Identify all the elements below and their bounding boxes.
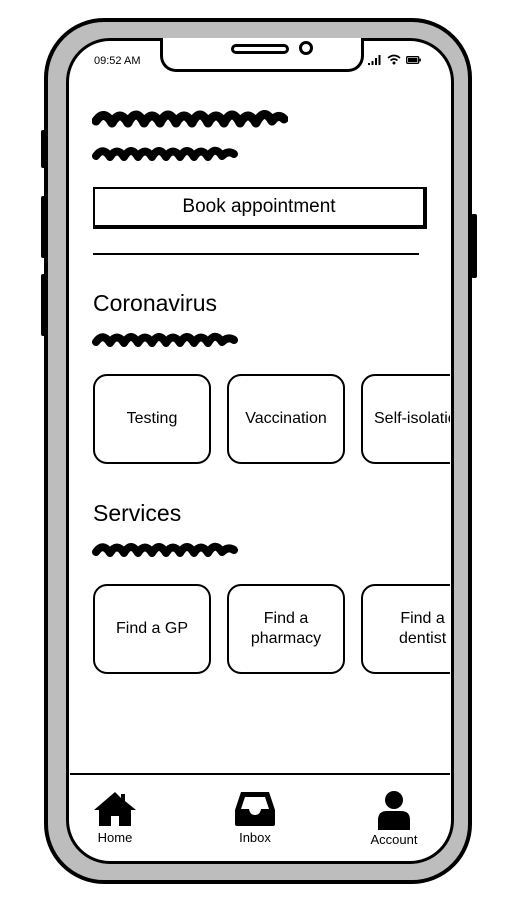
services-card-row: Find a GP Find a pharmacy Find a dentist	[70, 584, 450, 680]
nav-inbox[interactable]: Inbox	[215, 790, 295, 845]
side-button-volume-up	[41, 196, 46, 258]
wifi-icon	[387, 54, 401, 65]
side-button-mute	[41, 130, 46, 168]
status-time: 09:52 AM	[94, 55, 141, 67]
coronavirus-card-row: Testing Vaccination Self-isolation	[70, 374, 450, 470]
bottom-nav-divider	[70, 773, 450, 775]
side-button-power	[471, 214, 477, 278]
notch	[160, 38, 364, 72]
nav-inbox-label: Inbox	[239, 830, 271, 845]
card-find-a-dentist[interactable]: Find a dentist	[361, 584, 450, 674]
card-vaccination[interactable]: Vaccination	[227, 374, 345, 464]
card-testing[interactable]: Testing	[93, 374, 211, 464]
scribble-heading	[92, 110, 288, 128]
card-find-a-gp[interactable]: Find a GP	[93, 584, 211, 674]
signal-icon	[368, 55, 381, 65]
nav-account[interactable]: Account	[354, 790, 434, 847]
status-icons	[368, 54, 422, 65]
account-icon	[378, 791, 410, 830]
speaker	[231, 44, 289, 54]
divider	[93, 253, 419, 255]
nav-home[interactable]: Home	[75, 790, 155, 845]
home-icon	[94, 792, 136, 826]
section-title-coronavirus: Coronavirus	[93, 290, 217, 316]
scribble-coronavirus-description	[92, 332, 238, 347]
camera	[299, 41, 313, 55]
battery-icon	[406, 56, 421, 64]
nav-home-label: Home	[97, 830, 133, 845]
card-self-isolation[interactable]: Self-isolation	[361, 374, 450, 464]
book-appointment-button[interactable]: Book appointment	[93, 187, 427, 229]
card-find-a-pharmacy[interactable]: Find a pharmacy	[227, 584, 345, 674]
inbox-icon	[235, 792, 275, 826]
section-title-services: Services	[93, 500, 182, 526]
scribble-services-description	[92, 542, 238, 557]
scribble-subheading	[92, 146, 238, 161]
nav-account-label: Account	[370, 832, 418, 847]
side-button-volume-down	[41, 274, 46, 336]
